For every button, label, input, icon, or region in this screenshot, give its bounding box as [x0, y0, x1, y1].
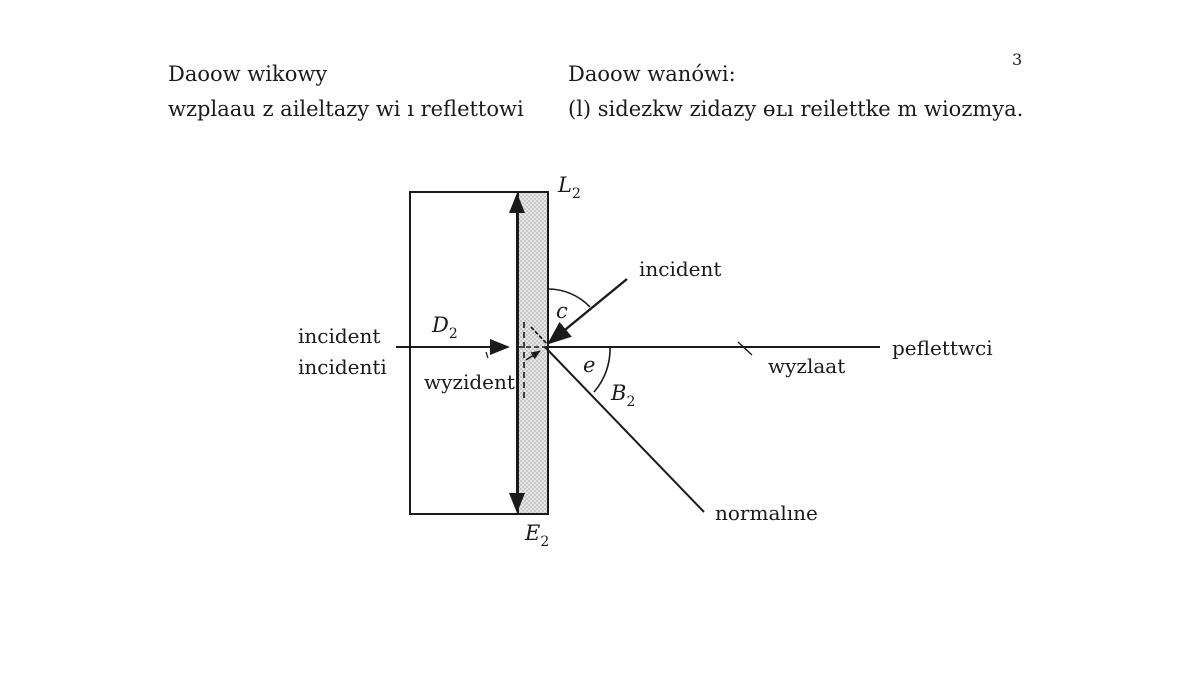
header-left-subtitle: wzplaau z aileltazy wi ı reflettowi — [168, 97, 524, 121]
angle-arc-e — [593, 346, 611, 393]
small-diagonal-arrow — [530, 326, 549, 346]
label-incident-ray: incident — [639, 257, 721, 281]
header-left-title: Daoow wikowy — [168, 62, 328, 86]
label-left-incident-1: incident — [298, 324, 380, 348]
incident-ray — [547, 278, 628, 345]
label-bottom-plate: E2 — [524, 521, 549, 550]
header-right-title: Daoow wanówi: — [568, 62, 736, 86]
page-number: 3 — [1012, 50, 1023, 69]
label-b: B2 — [610, 381, 635, 410]
reflected-tick — [737, 341, 753, 356]
angle-arc-c — [547, 288, 591, 308]
label-left-incident-2: incidenti — [298, 355, 387, 379]
label-d: D2 — [431, 313, 458, 342]
plate-strip — [517, 191, 549, 515]
label-top-plate: L2 — [557, 173, 581, 202]
label-angle-c: c — [556, 299, 568, 323]
label-reflected: peflettwci — [892, 336, 993, 360]
label-angle-e: e — [583, 353, 595, 377]
label-normal: normalıne — [715, 501, 818, 525]
small-pointer-arrow — [525, 350, 541, 361]
normal-line — [544, 346, 705, 513]
header-right-subtitle: (l) sidezkw zidazy ɵʟı reilettke m wiozm… — [568, 97, 1024, 121]
label-wyzlaat: wyzlaat — [768, 354, 845, 378]
wyzident-tick — [485, 351, 489, 359]
label-wyzident: wyzident — [424, 370, 515, 394]
